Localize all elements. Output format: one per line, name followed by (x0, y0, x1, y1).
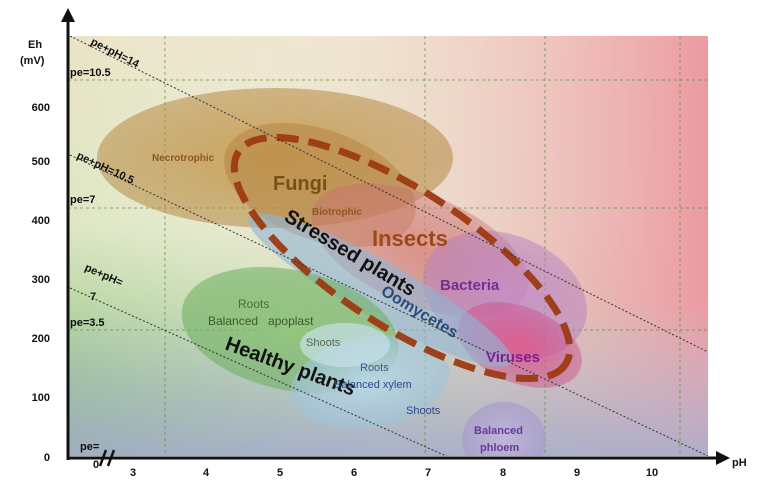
isoline-7-label-line2: 7 (90, 291, 96, 303)
y-axis-title: Eh (28, 39, 42, 51)
viruses-label: Viruses (486, 349, 540, 366)
y-tick-0: 0 (44, 452, 50, 464)
shoots-apoplast-label: Shoots (306, 337, 341, 349)
fungi-label: Fungi (273, 173, 327, 195)
x-tick-origin: 0 (93, 459, 99, 471)
zones (97, 88, 587, 456)
stressed-plants-outline (230, 133, 574, 383)
balanced-xylem-label: Balanced xylem (334, 379, 412, 391)
biotrophic-label: Biotrophic (312, 207, 362, 218)
axes (61, 8, 730, 467)
viruses-zone (458, 302, 582, 388)
x-tick-labels: 0 3 4 5 6 7 8 9 10 (93, 459, 658, 479)
y-axis-unit: (mV) (20, 55, 45, 67)
roots-xylem-label: Roots (360, 362, 389, 374)
y-tick-400: 400 (32, 215, 50, 227)
insects-label: Insects (372, 226, 448, 251)
oomycetes-zone (248, 213, 512, 367)
bacteria-label: Bacteria (440, 277, 500, 294)
y-tick-100: 100 (32, 392, 50, 404)
shoots-xylem-label: Shoots (406, 405, 441, 417)
pe-0-label: pe= (80, 441, 99, 453)
isolines (69, 36, 708, 456)
roots-apoplast-label: Roots (238, 297, 269, 311)
y-tick-300: 300 (32, 274, 50, 286)
x-tick-7: 7 (425, 467, 431, 479)
balanced-phloem-label-line1: Balanced (474, 425, 523, 437)
x-tick-5: 5 (277, 467, 283, 479)
x-tick-3: 3 (130, 467, 136, 479)
pe-labels: pe=10.5 pe=7 pe=3.5 pe= (70, 67, 111, 453)
pe-10-5-label: pe=10.5 (70, 67, 111, 79)
y-tick-600: 600 (32, 102, 50, 114)
y-tick-200: 200 (32, 333, 50, 345)
y-tick-500: 500 (32, 156, 50, 168)
x-tick-8: 8 (500, 467, 506, 479)
balanced-phloem-label-line2: phloem (480, 442, 519, 454)
pe-7-label: pe=7 (70, 194, 95, 206)
x-tick-9: 9 (574, 467, 580, 479)
balanced-apoplast-label: Balanced apoplast (208, 314, 314, 328)
pe-3-5-label: pe=3.5 (70, 317, 105, 329)
x-tick-6: 6 (351, 467, 357, 479)
xylem-upper-zone (300, 323, 390, 367)
x-tick-10: 10 (646, 467, 658, 479)
x-axis-title: pH (732, 457, 747, 469)
y-tick-labels: 0 100 200 300 400 500 600 (32, 102, 50, 464)
phloem-zone (462, 402, 546, 456)
necrotrophic-label: Necrotrophic (152, 153, 215, 164)
x-tick-4: 4 (203, 467, 210, 479)
